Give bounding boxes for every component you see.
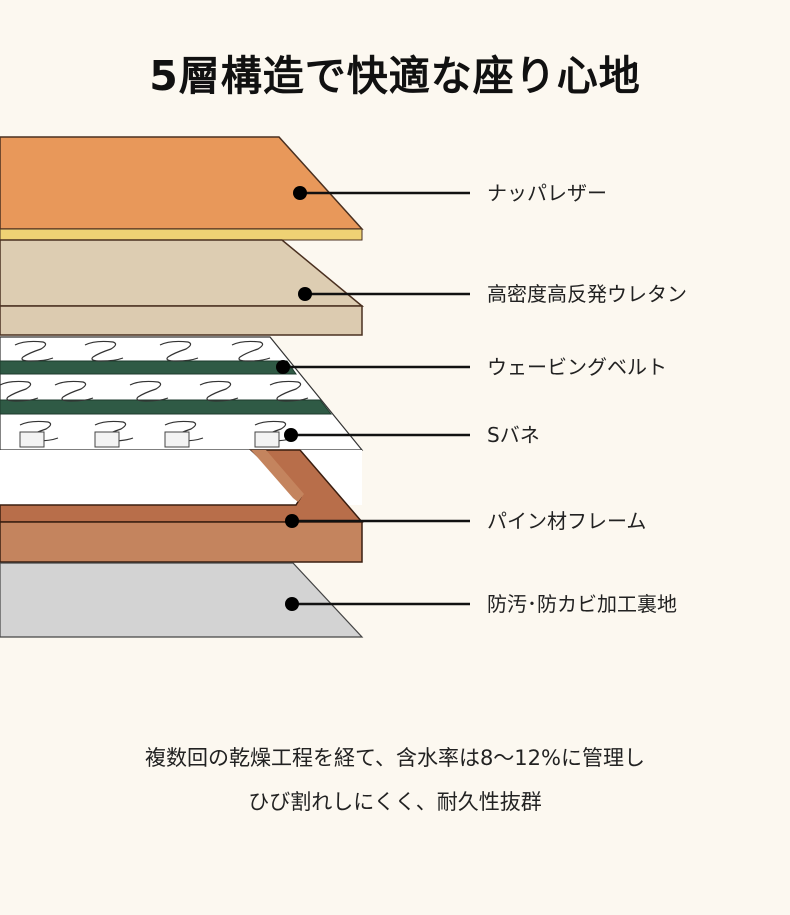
description-line-1: 複数回の乾燥工程を経て、含水率は8～12%に管理し: [145, 746, 645, 770]
s-spring-icon: [14, 340, 54, 362]
clip-icon: [164, 431, 190, 448]
clip-icon: [19, 431, 45, 448]
pointer-dot: [285, 514, 299, 528]
label-frame: パイン材フレーム: [487, 509, 647, 533]
s-spring-icon: [54, 380, 94, 402]
leather-layer: [0, 136, 364, 241]
spring-layer: [0, 336, 364, 451]
clip-icon: [254, 431, 280, 448]
pointer-dot: [298, 287, 312, 301]
urethane-layer: [0, 239, 365, 336]
s-spring-icon: [84, 340, 124, 362]
s-spring-icon: [159, 340, 199, 362]
pointer-dot: [276, 360, 290, 374]
pointer-dot: [285, 597, 299, 611]
page-title: 5層構造で快適な座り心地: [149, 52, 641, 100]
s-spring-icon: [231, 340, 271, 362]
s-spring-icon: [129, 380, 169, 402]
s-spring-icon: [269, 380, 309, 402]
s-spring-icon: [0, 380, 39, 402]
pointer-dot: [284, 428, 298, 442]
description-line-2: ひび割れしにくく、耐久性抜群: [248, 790, 542, 814]
label-webbing: ウェービングベルト: [487, 355, 667, 379]
clip-icon: [94, 431, 120, 448]
frame-layer: [0, 449, 364, 563]
lining-layer: [0, 562, 364, 638]
label-urethane: 高密度高反発ウレタン: [487, 282, 687, 306]
label-leather: ナッパレザー: [487, 181, 607, 205]
label-s-spring: Sバネ: [487, 423, 540, 447]
label-lining: 防汚･防カビ加工裏地: [487, 592, 677, 616]
pointer-dot: [293, 186, 307, 200]
s-spring-icon: [199, 380, 239, 402]
